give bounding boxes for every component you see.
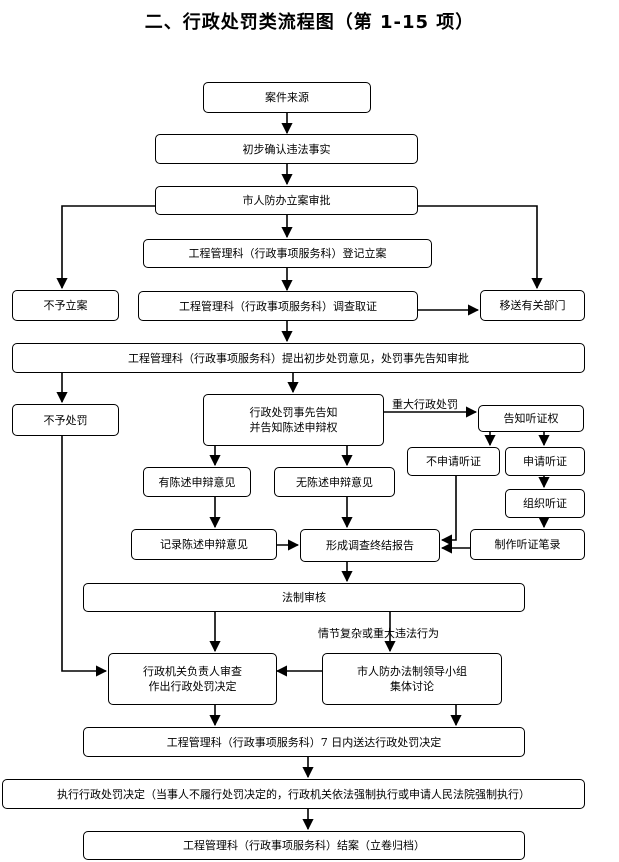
node-head-review: 行政机关负责人审查作出行政处罚决定 bbox=[108, 653, 277, 705]
node-case-source: 案件来源 bbox=[203, 82, 371, 113]
node-advance-notice: 行政处罚事先告知并告知陈述申辩权 bbox=[203, 394, 384, 446]
page-title: 二、行政处罚类流程图（第 1-15 项） bbox=[144, 12, 475, 33]
node-without-statement: 无陈述申辩意见 bbox=[274, 467, 395, 497]
node-legal-review: 法制审核 bbox=[83, 583, 525, 612]
node-with-statement: 有陈述申辩意见 bbox=[143, 467, 251, 497]
node-initial-opinion: 工程管理科（行政事项服务科）提出初步处罚意见，处罚事先告知审批 bbox=[12, 343, 585, 373]
node-inform-hearing: 告知听证权 bbox=[478, 405, 584, 432]
node-investigate: 工程管理科（行政事项服务科）调查取证 bbox=[138, 291, 418, 321]
node-deliver-decision: 工程管理科（行政事项服务科）7 日内送达行政处罚决定 bbox=[83, 727, 525, 757]
node-city-approval: 市人防办立案审批 bbox=[155, 186, 418, 215]
node-organize-hearing: 组织听证 bbox=[505, 489, 585, 518]
node-hearing-record: 制作听证笔录 bbox=[470, 529, 585, 560]
node-no-case: 不予立案 bbox=[12, 290, 119, 321]
node-no-penalty: 不予处罚 bbox=[12, 404, 119, 436]
node-register-case: 工程管理科（行政事项服务科）登记立案 bbox=[143, 239, 432, 268]
node-execute: 执行行政处罚决定（当事人不履行处罚决定的，行政机关依法强制执行或申请人民法院强制… bbox=[2, 779, 585, 809]
node-no-hearing: 不申请听证 bbox=[407, 447, 500, 476]
node-group-discuss: 市人防办法制领导小组集体讨论 bbox=[322, 653, 502, 705]
node-transfer: 移送有关部门 bbox=[480, 290, 585, 321]
label-major-penalty: 重大行政处罚 bbox=[392, 398, 458, 411]
node-final-report: 形成调查终结报告 bbox=[300, 529, 440, 562]
label-complex-case: 情节复杂或重大违法行为 bbox=[318, 627, 439, 640]
node-preliminary-confirm: 初步确认违法事实 bbox=[155, 134, 418, 164]
node-record-statement: 记录陈述申辩意见 bbox=[131, 529, 277, 560]
node-apply-hearing: 申请听证 bbox=[505, 447, 585, 476]
node-close-case: 工程管理科（行政事项服务科）结案（立卷归档） bbox=[83, 831, 525, 860]
